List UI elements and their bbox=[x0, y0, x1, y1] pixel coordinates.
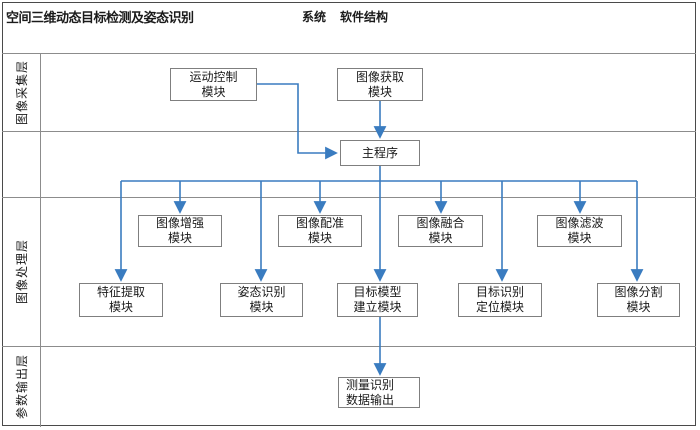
node-pose-recognition-module: 姿态识别 模块 bbox=[220, 283, 303, 317]
diagram-title: 空间三维动态目标检测及姿态识别 bbox=[6, 10, 194, 25]
diagram-title-software-structure: 软件结构 bbox=[340, 10, 389, 24]
node-main-program: 主程序 bbox=[340, 140, 420, 166]
node-target-locate-module: 目标识别 定位模块 bbox=[458, 283, 542, 317]
node-image-capture-module: 图像获取 模块 bbox=[337, 68, 423, 101]
node-motion-control-module: 运动控制 模块 bbox=[170, 68, 257, 101]
title-divider-line bbox=[2, 53, 696, 54]
connector-motion-to-main bbox=[257, 83, 338, 160]
connector-paths bbox=[114, 83, 644, 376]
node-image-filter-module: 图像滤波 模块 bbox=[537, 215, 622, 247]
node-image-fusion-module: 图像融合 模块 bbox=[398, 215, 483, 247]
node-target-model-module: 目标模型 建立模块 bbox=[337, 283, 418, 317]
diagram-outer-border bbox=[2, 2, 696, 426]
node-image-segment-module: 图像分割 模块 bbox=[597, 283, 680, 317]
sidebar-divider-line bbox=[40, 53, 41, 427]
layer-divider-3 bbox=[2, 346, 696, 347]
layer-divider-1 bbox=[2, 131, 696, 132]
node-image-enhance-module: 图像增强 模块 bbox=[138, 215, 222, 247]
layer-divider-2 bbox=[2, 197, 696, 198]
node-measure-output: 测量识别 数据输出 bbox=[338, 377, 420, 408]
diagram-title-system: 系统 bbox=[302, 10, 327, 24]
node-image-register-module: 图像配准 模块 bbox=[278, 215, 362, 247]
node-feature-extract-module: 特征提取 模块 bbox=[79, 283, 163, 317]
